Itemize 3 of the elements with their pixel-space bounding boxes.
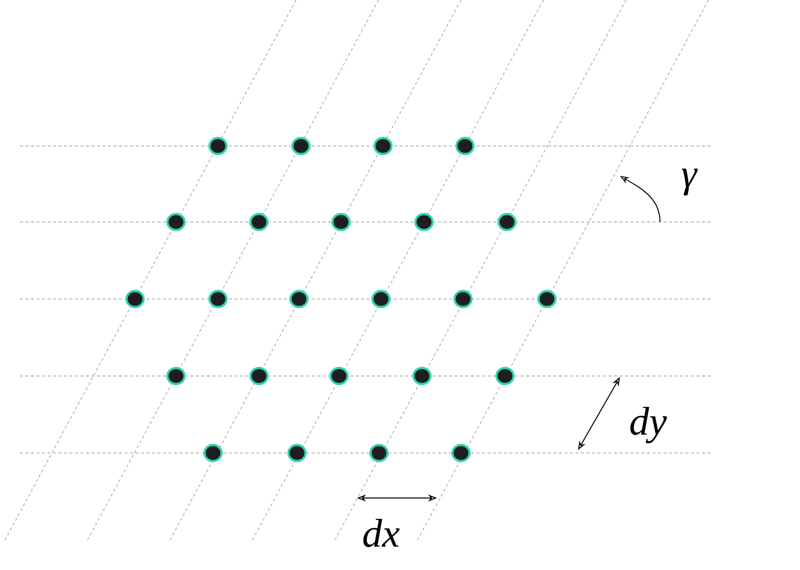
math-symbol: dx	[363, 518, 400, 548]
math-symbol: γ	[682, 168, 698, 196]
math-symbol: dy	[630, 406, 667, 444]
